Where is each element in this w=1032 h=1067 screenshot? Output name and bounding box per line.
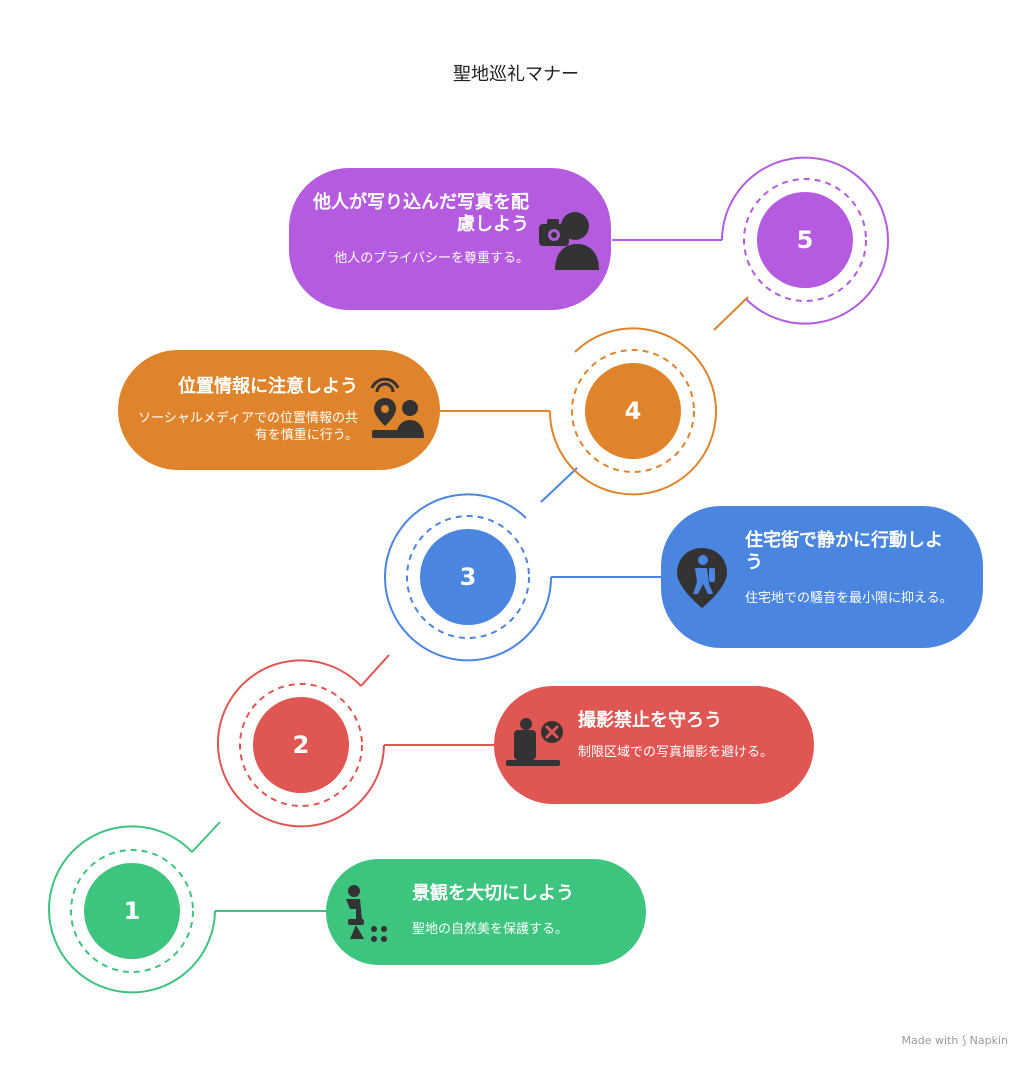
step-description-3: 住宅地での騒音を最小限に抑える。: [745, 591, 953, 606]
step-title-4: 位置情報に注意しよう: [178, 376, 358, 397]
made-with-label: Made with: [901, 1034, 959, 1047]
step-card-2: 撮影禁止を守ろう 制限区域での写真撮影を避ける。: [494, 686, 814, 804]
step-description-1: 聖地の自然美を保護する。: [412, 922, 569, 937]
napkin-brand: Napkin: [969, 1034, 1008, 1047]
diagram-title: 聖地巡礼マナー: [453, 64, 579, 85]
step-number-1: 1: [84, 863, 180, 959]
step-number-4: 4: [585, 363, 681, 459]
step-card-1: 景観を大切にしよう 聖地の自然美を保護する。: [326, 859, 646, 965]
made-with-napkin: Made with ⟆ Napkin: [902, 1034, 1008, 1047]
step-number-5: 5: [757, 192, 853, 288]
step-card-5: 他人が写り込んだ写真を配慮しよう 他人のプライバシーを尊重する。: [289, 168, 611, 310]
step-card-3: 住宅街で静かに行動しよう 住宅地での騒音を最小限に抑える。: [661, 506, 983, 648]
person-cleaning-icon: [334, 883, 394, 951]
hiker-pin-icon: [673, 546, 731, 614]
ring-4: [440, 296, 749, 496]
step-description-2: 制限区域での写真撮影を避ける。: [578, 745, 774, 760]
step-number-3: 3: [420, 529, 516, 625]
camera-person-icon: [539, 210, 603, 274]
napkin-logo-icon: ⟆: [961, 1034, 967, 1047]
step-title-3: 住宅街で静かに行動しよう: [745, 530, 943, 573]
ring-1: [48, 821, 330, 994]
location-share-icon: [368, 376, 432, 446]
ring-3: [384, 467, 662, 662]
ring-5: [612, 156, 889, 325]
step-description-4: ソーシャルメディアでの位置情報の共有を慎重に行う。: [138, 411, 358, 443]
step-card-4: 位置情報に注意しよう ソーシャルメディアでの位置情報の共有を慎重に行う。: [118, 350, 440, 470]
step-description-5: 他人のプライバシーを尊重する。: [334, 251, 529, 266]
step-title-1: 景観を大切にしよう: [412, 883, 574, 904]
step-number-2: 2: [253, 697, 349, 793]
step-title-5: 他人が写り込んだ写真を配慮しよう: [313, 192, 529, 235]
no-photo-icon: [504, 716, 568, 778]
ring-2: [217, 654, 496, 828]
step-title-2: 撮影禁止を守ろう: [578, 710, 722, 731]
